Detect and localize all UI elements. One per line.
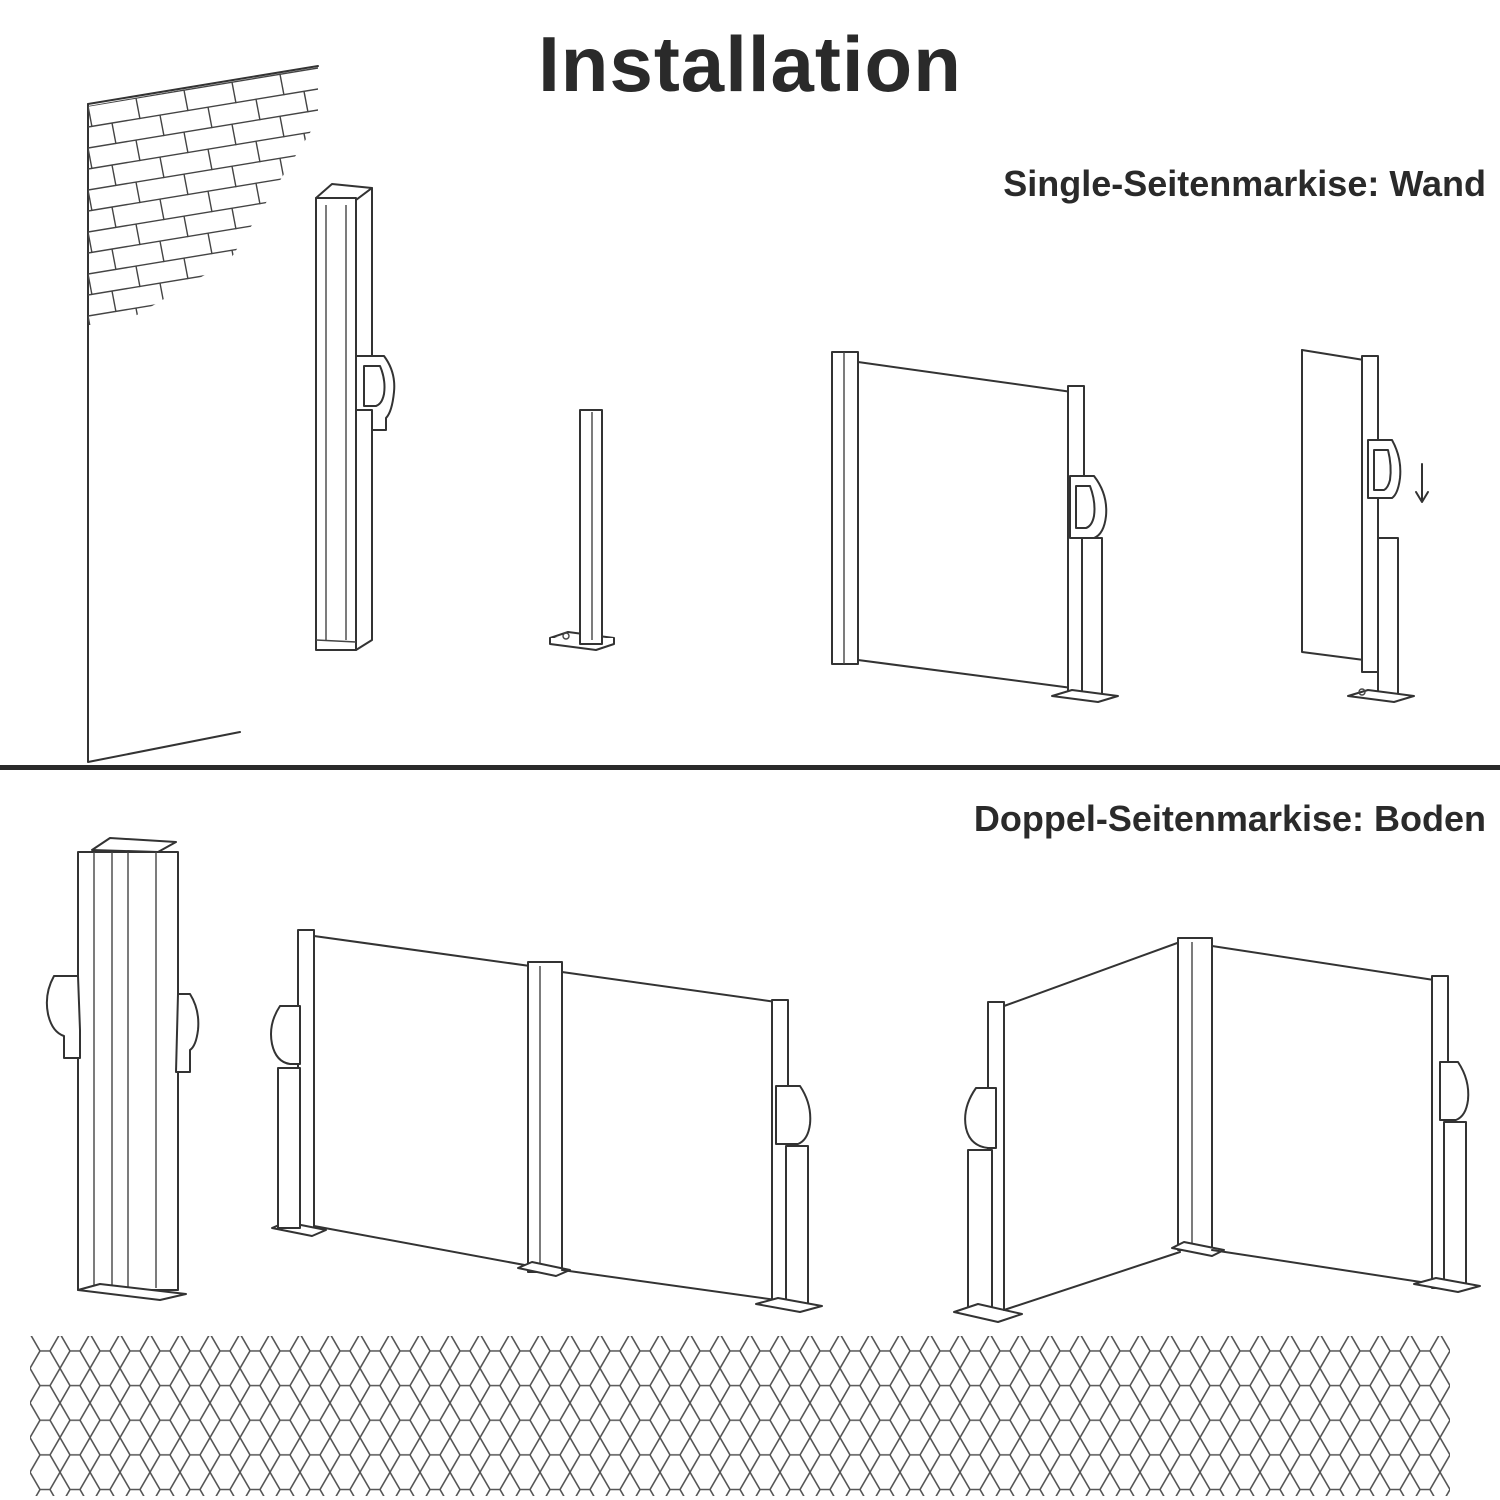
- rolled-cassette-post: [315, 183, 396, 651]
- down-arrow-icon: [1415, 463, 1429, 503]
- extended-single-screen: [831, 351, 1119, 703]
- brick-wall-icon: [87, 65, 319, 763]
- receiving-post: [549, 409, 615, 651]
- double-cassette-post: [45, 837, 200, 1301]
- hexagon-floor-pattern: [30, 1336, 1450, 1496]
- section-divider: [0, 765, 1500, 770]
- straight-double-screen: [270, 929, 823, 1313]
- corner-double-screen: [953, 937, 1481, 1323]
- mounting-detail: [1301, 349, 1429, 703]
- section-label-single-wall: Single-Seitenmarkise: Wand: [1003, 163, 1486, 204]
- page-title: Installation: [538, 20, 962, 108]
- section-label-double-floor: Doppel-Seitenmarkise: Boden: [973, 798, 1486, 839]
